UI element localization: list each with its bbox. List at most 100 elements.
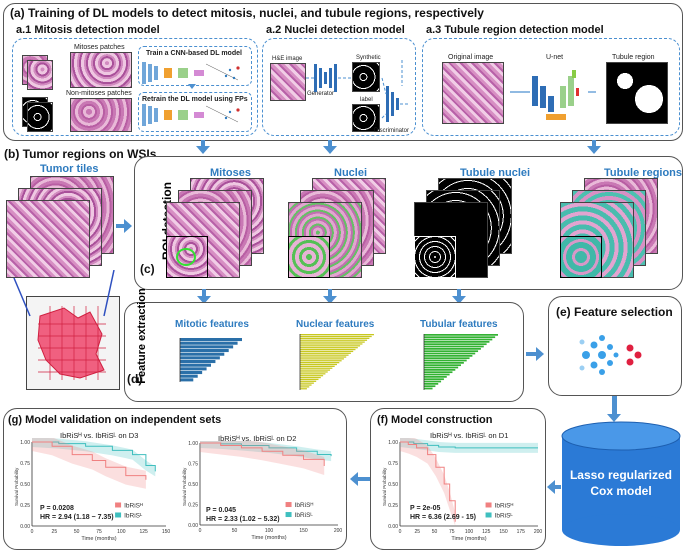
feature-bar [424, 362, 464, 364]
x-tick-label: 0 [399, 529, 402, 535]
y-tick-label: 0.00 [388, 524, 398, 530]
feature-bar [424, 348, 481, 350]
a1-mask-stack-2 [27, 102, 53, 132]
x-tick-label: 125 [139, 529, 148, 535]
feature-bar [300, 348, 356, 351]
arrow-c-d2-stem [328, 289, 332, 296]
mitotic-features-label: Mitotic features [175, 319, 249, 330]
g-left-hr-value: HR = 2.94 (1.18 − 7.35) [40, 514, 114, 521]
mitotic-feature-bars [179, 338, 242, 382]
feature-bar [424, 355, 473, 357]
lasso-cox-cylinder [561, 421, 681, 546]
high-risk-curve [400, 441, 456, 522]
feature-bar [300, 347, 358, 349]
legend-label-low: IbRiSᴸ [495, 512, 514, 519]
original-image-label: Original image [448, 54, 494, 61]
he-image-label: H&E image [272, 56, 303, 62]
train-label: Train a CNN-based DL model [146, 50, 242, 57]
y-tick-label: 1.00 [20, 440, 30, 446]
lasso-line2: Cox model [590, 484, 652, 498]
x-tick-label: 75 [96, 529, 102, 535]
high-risk-curve [200, 442, 325, 466]
legend-label-high: IbRiSᴴ [495, 502, 514, 509]
arrow-f-g [350, 472, 358, 486]
arrow-d-e [536, 347, 544, 361]
feature-bar [300, 375, 324, 377]
g-right-plot-title: IbRiSᴴ vs. IbRiSᴸ on D2 [218, 434, 297, 443]
feature-bar [424, 383, 439, 385]
a1-title: a.1 Mitosis detection model [16, 24, 160, 36]
y-tick-label: 1.00 [388, 440, 398, 446]
feature-bar [180, 341, 238, 345]
arrow-a1-c-stem [201, 140, 205, 146]
panel-f [370, 408, 546, 550]
f-p-value: P = 2e-05 [410, 505, 441, 512]
feature-bar [180, 363, 211, 367]
feature-bar [424, 352, 476, 355]
feature-bar [180, 374, 198, 378]
x-tick-label: 50 [232, 528, 238, 534]
feature-bar [424, 345, 484, 348]
feature-bar [300, 341, 365, 343]
y-tick-label: 0.00 [20, 524, 30, 530]
retrain-label: Retrain the DL model using FPs [142, 96, 248, 103]
legend-swatch-low [115, 512, 122, 518]
arrow-c-d3-stem [457, 289, 461, 296]
x-axis-label: Time (months) [451, 536, 486, 542]
arrow-b-c [124, 219, 132, 233]
feature-bar [300, 371, 328, 373]
g-right-p-value: P = 0.045 [206, 507, 237, 514]
y-tick-label: 0.75 [388, 461, 398, 467]
tumor-tile-3 [6, 200, 90, 278]
unet-label: U-net [546, 54, 564, 61]
x-tick-label: 0 [31, 529, 34, 535]
feature-bar [424, 369, 456, 371]
tubule-regions-zoom [560, 236, 602, 278]
arrow-c-d1 [197, 296, 211, 304]
feature-bar [424, 385, 436, 388]
x-axis-label: Time (months) [251, 535, 286, 541]
arrow-c-d2 [323, 296, 337, 304]
non-mitoses-patch-grid [70, 98, 132, 132]
feature-bar [300, 376, 321, 379]
feature-bar [300, 382, 314, 384]
a2-synthetic-image [352, 62, 380, 92]
mitoses-patches-label: Mitoses patches [74, 44, 125, 51]
feature-bar [424, 364, 461, 367]
nuclear-features-label: Nuclear features [296, 319, 375, 330]
x-tick-label: 125 [482, 529, 491, 535]
y-tick-label: 0.00 [188, 523, 198, 529]
x-tick-label: 100 [265, 528, 274, 534]
legend-label-low: IbRiSᴸ [295, 512, 314, 519]
tubule-nuclei-label: Tubule nuclei [460, 167, 531, 179]
x-tick-label: 50 [432, 529, 438, 535]
legend-swatch-high [285, 502, 292, 508]
f-plot-title: IbRiSᴴ vs. IbRiSᴸ on D1 [430, 431, 509, 440]
feature-bar [300, 358, 344, 360]
x-tick-label: 100 [465, 529, 474, 535]
feature-bar [180, 352, 225, 356]
retrain-arrow [188, 84, 196, 89]
x-tick-label: 200 [534, 529, 543, 535]
panel-g-title: (g) Model validation on independent sets [8, 414, 222, 426]
x-tick-label: 150 [162, 529, 171, 535]
x-tick-label: 25 [414, 529, 420, 535]
feature-bar [300, 360, 342, 362]
feature-bar [300, 388, 307, 390]
synthetic-label: Synthetic [356, 55, 381, 61]
arrow-c-d3 [452, 296, 466, 304]
arrow-e-lasso [607, 414, 621, 422]
feature-bar [300, 334, 374, 336]
arrow-d-e-stem [526, 352, 536, 356]
y-axis-label: Survival Probability [182, 467, 187, 506]
panel-e-title: (e) Feature selection [556, 305, 673, 319]
y-tick-label: 0.75 [20, 461, 30, 467]
feature-bar [424, 378, 444, 381]
feature-bar [424, 359, 467, 362]
legend-label-low: IbRiSᴸ [124, 512, 143, 519]
high-risk-curve [32, 441, 147, 480]
feature-bar [180, 345, 234, 349]
a2-he-image [270, 63, 306, 101]
panel-d-label: (d) [127, 372, 143, 386]
